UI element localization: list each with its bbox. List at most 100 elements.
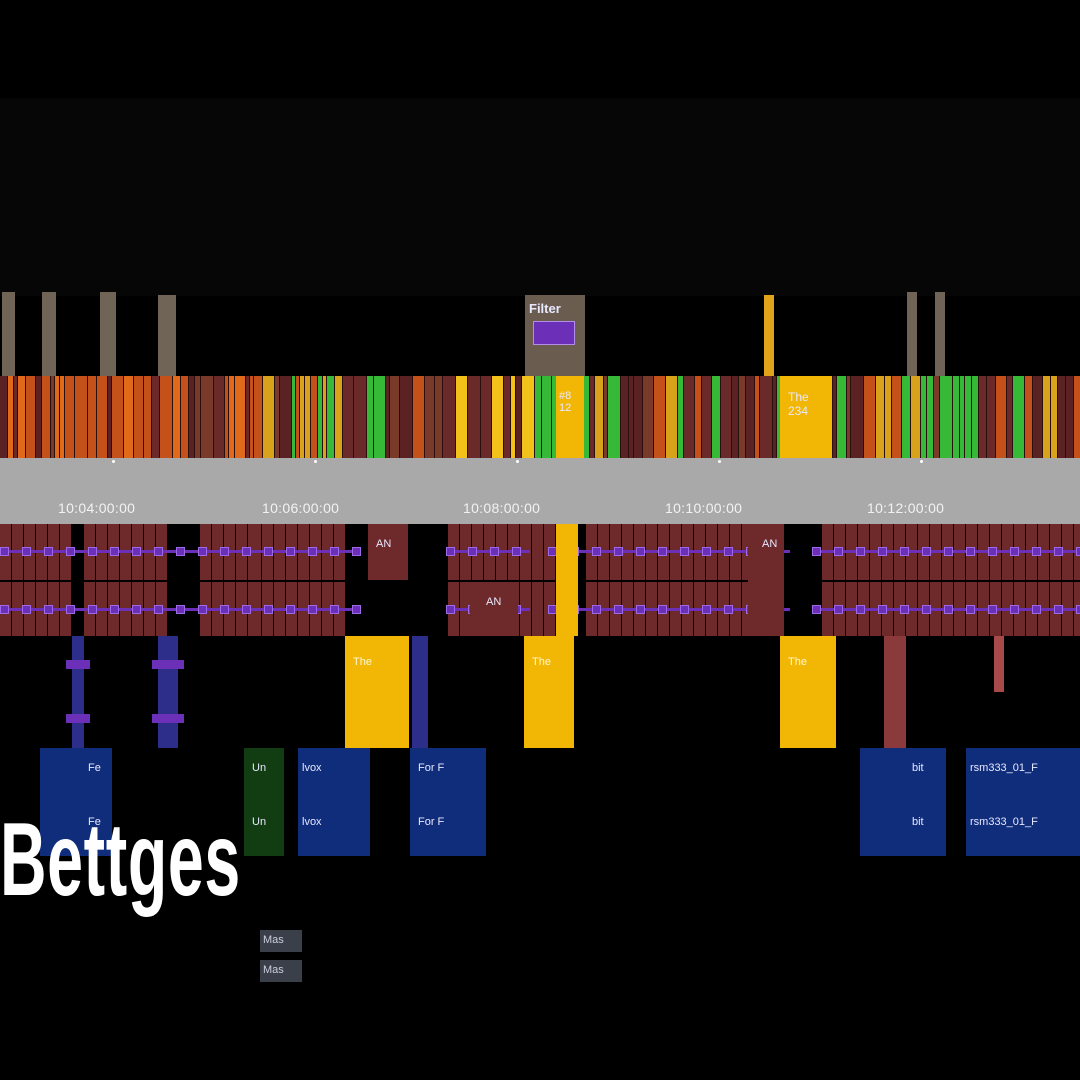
storyline-clip[interactable] <box>1013 376 1025 458</box>
storyline-clip[interactable] <box>55 376 60 458</box>
keyframe-dot[interactable] <box>152 714 184 723</box>
storyline-clip[interactable] <box>214 376 225 458</box>
storyline-clip[interactable] <box>323 376 327 458</box>
music-clip[interactable]: For F For F <box>410 748 486 856</box>
connected-audio-clip[interactable] <box>72 636 84 748</box>
storyline-clip[interactable] <box>542 376 552 458</box>
storyline-clip[interactable] <box>965 376 972 458</box>
audio-clip[interactable] <box>532 524 543 580</box>
keyframe-dot[interactable] <box>614 547 623 556</box>
keyframe-dot[interactable] <box>88 547 97 556</box>
keyframe-dot[interactable] <box>1032 605 1041 614</box>
storyline-clip[interactable] <box>934 376 940 458</box>
music-clip[interactable]: rsm333_01_F rsm333_01_F <box>966 748 1080 856</box>
keyframe-dot[interactable] <box>0 547 9 556</box>
small-clip[interactable]: Mas <box>260 960 302 982</box>
storyline-clip[interactable] <box>305 376 311 458</box>
keyframe-dot[interactable] <box>330 605 339 614</box>
storyline-clip[interactable] <box>739 376 746 458</box>
title-clip[interactable]: #8 12 <box>556 376 584 458</box>
storyline-clip[interactable] <box>1025 376 1033 458</box>
keyframe-dot[interactable] <box>352 547 361 556</box>
small-clip[interactable]: Mas <box>260 930 302 952</box>
keyframe-dot[interactable] <box>490 547 499 556</box>
audio-clip[interactable]: AN <box>470 582 518 636</box>
keyframe-dot[interactable] <box>1032 547 1041 556</box>
storyline-clip[interactable] <box>902 376 911 458</box>
storyline-clip[interactable] <box>629 376 634 458</box>
storyline-clip[interactable] <box>189 376 195 458</box>
storyline-clip[interactable] <box>1033 376 1043 458</box>
storyline-clip[interactable] <box>88 376 97 458</box>
storyline-clip[interactable] <box>65 376 75 458</box>
storyline-clip[interactable] <box>847 376 851 458</box>
storyline-clip[interactable] <box>885 376 892 458</box>
storyline-clip[interactable] <box>1058 376 1066 458</box>
storyline-clip[interactable] <box>335 376 343 458</box>
storyline-clip[interactable] <box>18 376 26 458</box>
storyline-clip[interactable] <box>604 376 608 458</box>
storyline-clip[interactable] <box>702 376 712 458</box>
storyline-clip[interactable] <box>250 376 254 458</box>
keyframe-dot[interactable] <box>724 547 733 556</box>
storyline-clip[interactable] <box>97 376 108 458</box>
keyframe-dot[interactable] <box>330 547 339 556</box>
keyframe-dot[interactable] <box>1076 547 1080 556</box>
title-clip[interactable] <box>556 524 578 636</box>
keyframe-dot[interactable] <box>352 605 361 614</box>
storyline-clip[interactable] <box>36 376 42 458</box>
storyline-clip[interactable] <box>108 376 112 458</box>
storyline-clip[interactable] <box>987 376 996 458</box>
keyframe-dot[interactable] <box>966 547 975 556</box>
keyframe-dot[interactable] <box>220 547 229 556</box>
keyframe-dot[interactable] <box>154 547 163 556</box>
keyframe-dot[interactable] <box>110 605 119 614</box>
storyline-clip[interactable] <box>275 376 280 458</box>
storyline-clip[interactable] <box>225 376 229 458</box>
storyline-clip[interactable] <box>666 376 678 458</box>
timeline-ruler[interactable]: 10:04:00:00 10:06:00:00 10:08:00:00 10:1… <box>0 458 1080 524</box>
storyline-clip[interactable] <box>654 376 666 458</box>
keyframe-dot[interactable] <box>308 547 317 556</box>
keyframe-dot[interactable] <box>286 547 295 556</box>
storyline-clip[interactable] <box>732 376 739 458</box>
title-clip[interactable]: The <box>524 636 574 748</box>
keyframe-dot[interactable] <box>834 547 843 556</box>
keyframe-dot[interactable] <box>264 547 273 556</box>
keyframe-dot[interactable] <box>446 605 455 614</box>
keyframe-dot[interactable] <box>812 605 821 614</box>
title-clip[interactable]: The <box>345 636 409 748</box>
connected-clip[interactable] <box>100 292 116 376</box>
storyline-clip[interactable] <box>400 376 413 458</box>
keyframe-dot[interactable] <box>922 605 931 614</box>
keyframe-dot[interactable] <box>132 605 141 614</box>
keyframe-dot[interactable] <box>132 547 141 556</box>
keyframe-dot[interactable] <box>198 547 207 556</box>
connected-clip[interactable] <box>2 292 15 376</box>
storyline-clip[interactable] <box>1074 376 1080 458</box>
keyframe-dot[interactable] <box>308 605 317 614</box>
audio-clip[interactable]: AN <box>368 524 408 580</box>
storyline-clip[interactable] <box>75 376 88 458</box>
keyframe-dot[interactable] <box>658 547 667 556</box>
keyframe-dot[interactable] <box>724 605 733 614</box>
storyline-clip[interactable] <box>51 376 55 458</box>
connected-clip[interactable] <box>158 295 176 376</box>
keyframe-dot[interactable] <box>834 605 843 614</box>
storyline-clip[interactable] <box>254 376 263 458</box>
keyframe-dot[interactable] <box>988 547 997 556</box>
audio-clip[interactable] <box>884 636 906 748</box>
storyline-clip[interactable] <box>386 376 390 458</box>
storyline-clip[interactable] <box>181 376 189 458</box>
music-clip[interactable]: Fe Fe <box>40 748 112 856</box>
keyframe-dot[interactable] <box>812 547 821 556</box>
keyframe-dot[interactable] <box>1054 547 1063 556</box>
storyline-clip[interactable] <box>940 376 953 458</box>
storyline-clip[interactable] <box>851 376 864 458</box>
keyframe-dot[interactable] <box>944 605 953 614</box>
keyframe-dot[interactable] <box>0 605 9 614</box>
storyline-clip[interactable] <box>581 376 590 458</box>
keyframe-dot[interactable] <box>900 605 909 614</box>
storyline-clip[interactable] <box>621 376 629 458</box>
storyline-clip[interactable] <box>296 376 300 458</box>
